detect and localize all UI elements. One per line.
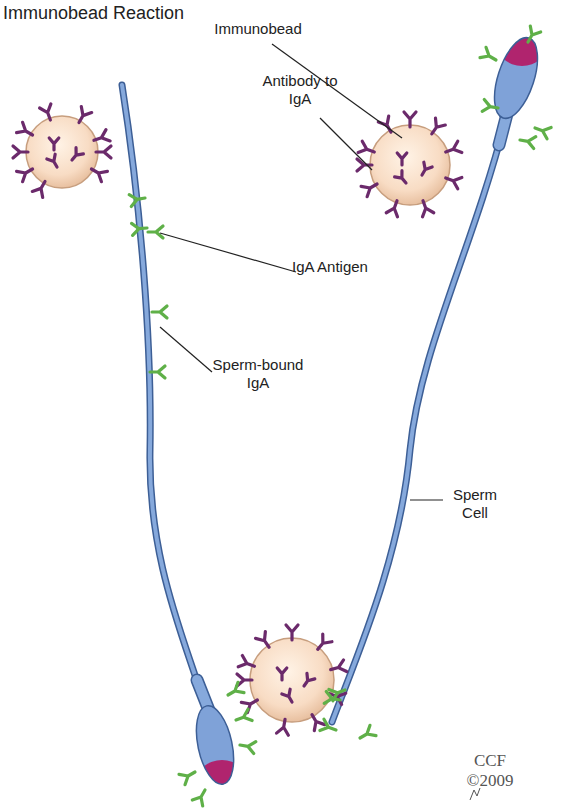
sperm-head-outline [190,702,240,787]
iga-antibody [523,26,541,45]
anti-iga-antibody [92,130,110,146]
anti-iga-antibody [88,164,107,182]
anti-iga-antibody [238,656,256,672]
part-label: IgA Antigen [290,258,370,276]
immunobead [26,116,98,188]
immunobead [250,638,334,722]
iga-antibody [150,366,165,378]
sperm-tail [122,85,203,700]
anti-iga-antibody [286,625,298,640]
anti-iga-antibody [17,164,36,182]
iga-antibody [482,99,499,113]
anti-iga-antibody [358,141,376,157]
anti-iga-antibody [357,159,372,171]
iga-antibody [320,719,338,735]
iga-antibody [152,306,167,318]
anti-iga-antibody [427,118,445,137]
anti-iga-antibody [417,199,433,217]
sperm-tail [332,122,505,722]
anti-iga-antibody [68,148,83,163]
leader-lines [160,44,443,500]
anti-iga-antibody [277,668,287,680]
iga-antibody [533,122,551,138]
part-label: Antibody to IgA [260,72,340,108]
anti-iga-antibody [313,634,332,653]
iga-antibody [148,226,163,238]
iga-antibody [480,47,499,65]
iga-antibody [329,684,347,700]
anti-iga-antibody [241,695,260,713]
sperm-tail [332,122,505,722]
iga-antibody [239,739,256,753]
anti-iga-antibody [307,712,325,731]
iga-antibody [129,192,146,206]
credit: CCF [460,752,520,770]
part-label: Sperm-bound IgA [208,356,308,392]
anti-iga-antibody [47,154,61,169]
credit: ©2009 [460,772,520,790]
iga-antibody [179,767,198,785]
part-label: Immunobead [198,20,318,38]
anti-iga-antibody [282,689,296,704]
iga-antibody [357,725,376,743]
sperm-head [480,18,555,135]
iga-antibody [132,222,148,235]
anti-iga-antibody [256,632,274,651]
sperm-tail [122,85,203,700]
anti-iga-antibody [397,153,407,165]
anti-iga-antibody [96,146,111,158]
anti-iga-antibody [444,172,462,188]
immunobead [370,125,450,205]
anti-iga-antibody [418,162,432,177]
anti-iga-antibody [40,104,56,122]
anti-iga-antibody [404,112,416,127]
iga-antibody [234,709,252,725]
anti-iga-antibody [300,673,315,688]
anti-iga-antibody [329,660,347,675]
anti-iga-antibody [32,178,50,197]
anti-iga-antibody [444,141,462,157]
anti-iga-antibody [13,146,28,158]
anti-iga-antibody [395,171,410,186]
sperm-head [180,690,250,804]
iga-antibody [225,682,244,700]
anti-iga-antibody [237,674,252,686]
diagram-title: Immunobead Reaction [3,2,184,24]
anti-iga-antibody [386,199,402,217]
anti-iga-antibody [17,122,36,140]
part-label: Sperm Cell [444,486,506,522]
iga-antibody [192,787,210,806]
anti-iga-antibody [277,718,291,735]
anti-iga-antibody [49,138,59,150]
anti-iga-antibody [74,107,92,126]
iga-antibody [519,134,536,148]
anti-iga-antibody [361,179,380,197]
sperm-head-outline [486,32,546,123]
